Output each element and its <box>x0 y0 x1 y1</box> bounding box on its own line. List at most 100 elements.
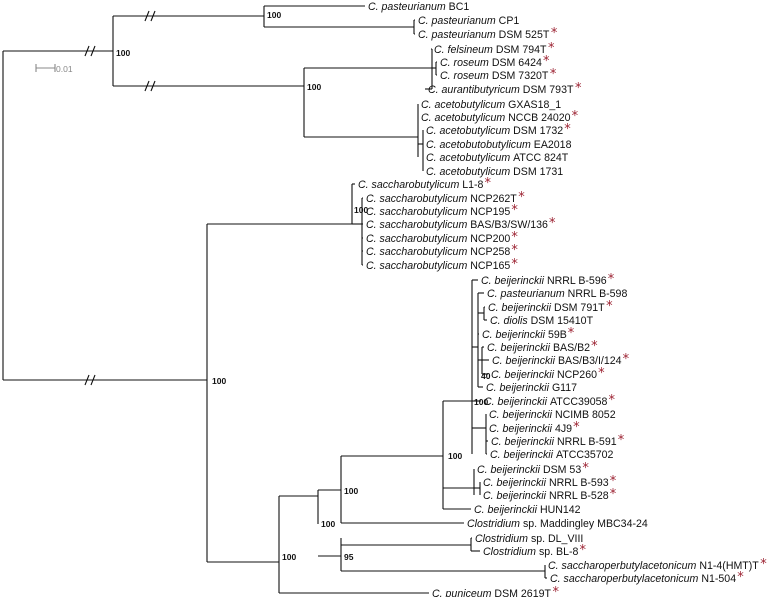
leaf-strain: HUN142 <box>540 504 581 516</box>
leaf-strain: G117 <box>552 382 577 394</box>
leaf-label: C. beijerinckii NRRL B-591 <box>491 436 617 448</box>
leaf-genus: C. acetobutylicum <box>426 166 513 178</box>
marker-asterisk: * <box>552 585 559 597</box>
leaf-strain: 59B <box>548 329 567 341</box>
leaf-label: C. puniceum DSM 2619T <box>432 588 551 597</box>
marker-asterisk: * <box>623 352 630 367</box>
bootstrap-value: 100 <box>307 82 321 92</box>
marker-asterisk: * <box>760 557 767 572</box>
leaf-strain: DSM 791T <box>554 302 605 314</box>
leaf-strain: EA2018 <box>534 139 572 151</box>
bootstrap-value: 100 <box>474 397 488 407</box>
marker-asterisk: * <box>511 203 518 218</box>
leaf-label: C. beijerinckii ATCC39058 <box>484 396 608 408</box>
marker-asterisk: * <box>598 366 605 381</box>
leaf-genus: C. beijerinckii <box>477 464 543 476</box>
bootstrap-value: 100 <box>267 10 281 20</box>
leaf-genus: C. saccharoperbutylacetonicum <box>550 573 701 585</box>
leaf-strain: N1-4(HMT)T <box>699 560 759 572</box>
marker-asterisk: * <box>518 190 525 205</box>
leaf-label: C. beijerinckii NRRL B-593 <box>483 477 609 489</box>
leaf-strain: NRRL B-528 <box>549 490 609 502</box>
leaf-strain: DSM 525T <box>499 29 550 41</box>
leaf-genus: C. beijerinckii <box>483 490 549 502</box>
leaf-genus: C. saccharobutylicum <box>366 233 470 245</box>
leaf-genus: C. acetobutylicum <box>421 99 508 111</box>
leaf-label: C. saccharobutylicum NCP200 <box>366 233 510 245</box>
marker-asterisk: * <box>511 243 518 258</box>
scale-bar-label: 0.01 <box>56 64 73 74</box>
leaf-genus: C. saccharobutylicum <box>366 206 470 218</box>
leaf-strain: BAS/B3/SW/136 <box>470 219 548 231</box>
leaf-strain: 4J9 <box>555 423 572 435</box>
leaf-label: C. beijerinckii HUN142 <box>474 504 581 516</box>
leaf-genus: C. saccharobutylicum <box>366 219 470 231</box>
leaf-strain: NCP195 <box>470 206 510 218</box>
leaf-genus: C. beijerinckii <box>489 423 555 435</box>
leaf-label: C. beijerinckii NRRL B-596 <box>481 275 607 287</box>
marker-asterisk: * <box>618 433 625 448</box>
leaf-genus: C. beijerinckii <box>492 355 558 367</box>
leaf-strain: NRRL B-591 <box>557 436 617 448</box>
leaf-label: C. beijerinckii 59B <box>482 329 567 341</box>
leaf-genus: C. pasteurianum <box>418 29 499 41</box>
leaf-strain: BAS/B2 <box>553 342 590 354</box>
leaf-genus: C. beijerinckii <box>483 477 549 489</box>
leaf-label: C. beijerinckii NRRL B-528 <box>483 490 609 502</box>
bootstrap-value: 100 <box>282 552 296 562</box>
leaf-strain: ATCC39058 <box>550 396 608 408</box>
leaf-label: C. roseum DSM 7320T <box>440 70 549 82</box>
leaf-label: C. acetobutylicum GXAS18_1 <box>421 99 561 111</box>
leaf-genus: C. saccharobutylicum <box>366 260 470 272</box>
marker-asterisk: * <box>608 272 615 287</box>
bootstrap-value: 100 <box>344 486 358 496</box>
leaf-strain: NRRL B-593 <box>549 477 609 489</box>
leaf-label: C. pasteurianum BC1 <box>368 1 469 13</box>
leaf-strain: DSM 7320T <box>492 70 549 82</box>
leaf-genus: C. acetobutylicum <box>426 125 513 137</box>
marker-asterisk: * <box>511 230 518 245</box>
leaf-strain: NCP200 <box>470 233 510 245</box>
marker-asterisk: * <box>568 326 575 341</box>
leaf-genus: C. beijerinckii <box>488 302 554 314</box>
leaf-label: C. aurantibutyricum DSM 793T <box>428 84 574 96</box>
leaf-label: C. beijerinckii ATCC35702 <box>490 449 614 461</box>
branch-break-mark <box>84 45 96 57</box>
leaf-label: C. saccharobutylicum NCP258 <box>366 246 510 258</box>
leaf-label: C. pasteurianum DSM 525T <box>418 29 550 41</box>
leaf-strain: BAS/B3/I/124 <box>558 355 622 367</box>
marker-asterisk: * <box>549 216 556 231</box>
leaf-label: C. beijerinckii BAS/B2 <box>487 342 590 354</box>
marker-asterisk: * <box>572 109 579 124</box>
leaf-strain: GXAS18_1 <box>508 99 561 111</box>
leaf-genus: C. pasteurianum <box>487 288 568 300</box>
leaf-label: C. beijerinckii NCIMB 8052 <box>489 409 616 421</box>
leaf-genus: C. acetobutylicum <box>421 112 508 124</box>
leaf-label: C. acetobutylicum DSM 1731 <box>426 166 563 178</box>
leaf-genus: C. beijerinckii <box>481 275 547 287</box>
leaf-genus: Clostridium <box>483 546 539 558</box>
marker-asterisk: * <box>606 299 613 314</box>
leaf-genus: Clostridium <box>475 533 531 545</box>
leaf-strain: DSM 793T <box>523 84 574 96</box>
leaf-label: C. beijerinckii 4J9 <box>489 423 572 435</box>
leaf-label: C. acetobutylicum DSM 1732 <box>426 125 563 137</box>
leaf-strain: NRRL B-598 <box>568 288 628 300</box>
leaf-strain: DSM 2619T <box>494 588 551 597</box>
leaf-genus: C. acetobutylicum <box>426 152 513 164</box>
marker-asterisk: * <box>485 176 492 191</box>
leaf-genus: C. beijerinckii <box>487 342 553 354</box>
marker-asterisk: * <box>551 26 558 41</box>
marker-asterisk: * <box>610 474 617 489</box>
leaf-label: Clostridium sp. DL_VIII <box>475 533 583 545</box>
leaf-strain: CP1 <box>499 15 520 27</box>
leaf-label: C. pasteurianum NRRL B-598 <box>487 288 627 300</box>
scale-bar: 0.01 <box>35 64 73 74</box>
leaf-strain: N1-504 <box>701 573 736 585</box>
leaf-label: C. saccharobutylicum NCP262T <box>366 193 517 205</box>
marker-asterisk: * <box>610 487 617 502</box>
leaf-strain: NCP258 <box>470 246 510 258</box>
leaf-strain: BC1 <box>449 1 470 13</box>
leaf-strain: NCP165 <box>470 260 510 272</box>
